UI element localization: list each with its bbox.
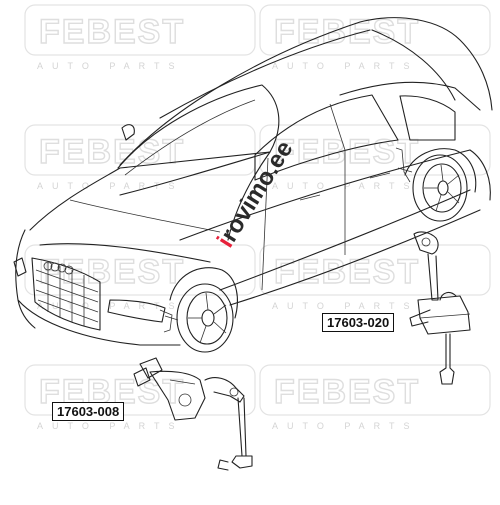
front-wheel: [169, 267, 238, 353]
watermark-brand: FEBEST: [39, 13, 185, 51]
car-drawing: [13, 17, 493, 353]
watermark-brand: FEBEST: [274, 253, 420, 291]
watermark-brand: FEBEST: [274, 13, 420, 51]
part-number-label-front: 17603-008: [52, 402, 125, 421]
rear-height-sensor: [409, 231, 471, 385]
watermark-brand: FEBEST: [274, 373, 420, 411]
watermark-sub: AUTO PARTS: [37, 181, 184, 191]
watermark-sub: AUTO PARTS: [37, 61, 184, 71]
watermark-sub: AUTO PARTS: [272, 421, 419, 431]
watermark-sub: AUTO PARTS: [37, 421, 184, 431]
front-height-sensor: [133, 357, 253, 471]
rear-wheel: [404, 148, 477, 222]
watermark-sub: AUTO PARTS: [272, 301, 419, 311]
rear-sensor-mount: [395, 147, 413, 183]
part-number-label-rear: 17603-020: [322, 313, 395, 332]
watermark-sub: AUTO PARTS: [272, 61, 419, 71]
watermark-brand: FEBEST: [39, 133, 185, 171]
watermark-brand: FEBEST: [274, 133, 420, 171]
watermark-sub: AUTO PARTS: [37, 301, 184, 311]
front-sensor-mount: [159, 309, 179, 333]
watermark-layer: FEBEST AUTO PARTS FEBEST AUTO PARTS FEBE…: [24, 4, 491, 431]
